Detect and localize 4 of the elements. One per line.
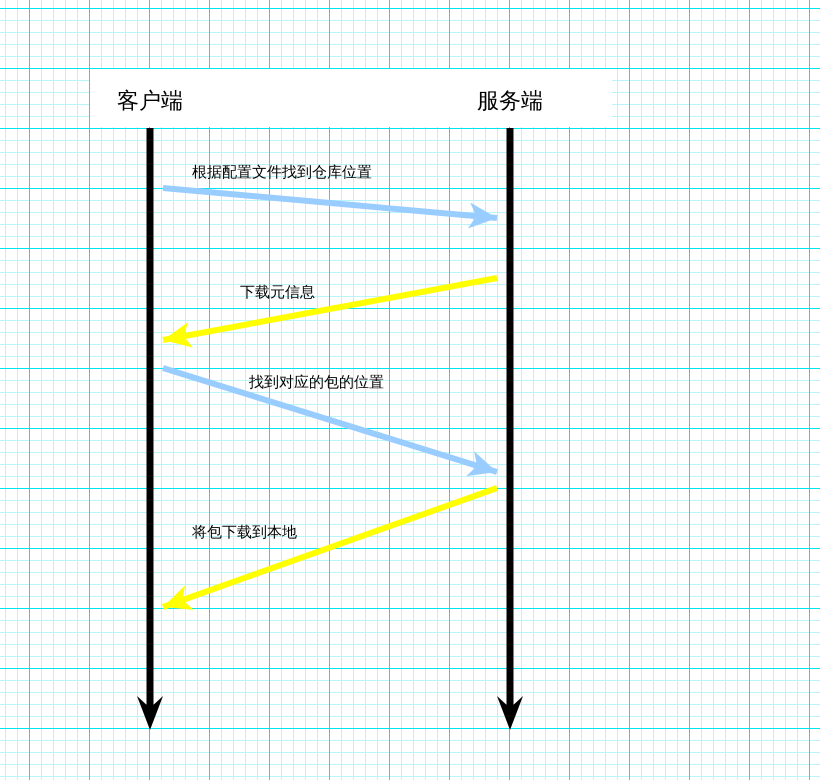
- lifeline-arrow: [137, 128, 163, 730]
- lifeline-label: 服务端: [477, 86, 543, 116]
- lifeline-label: 客户端: [117, 86, 183, 116]
- lifeline-arrow: [497, 128, 523, 730]
